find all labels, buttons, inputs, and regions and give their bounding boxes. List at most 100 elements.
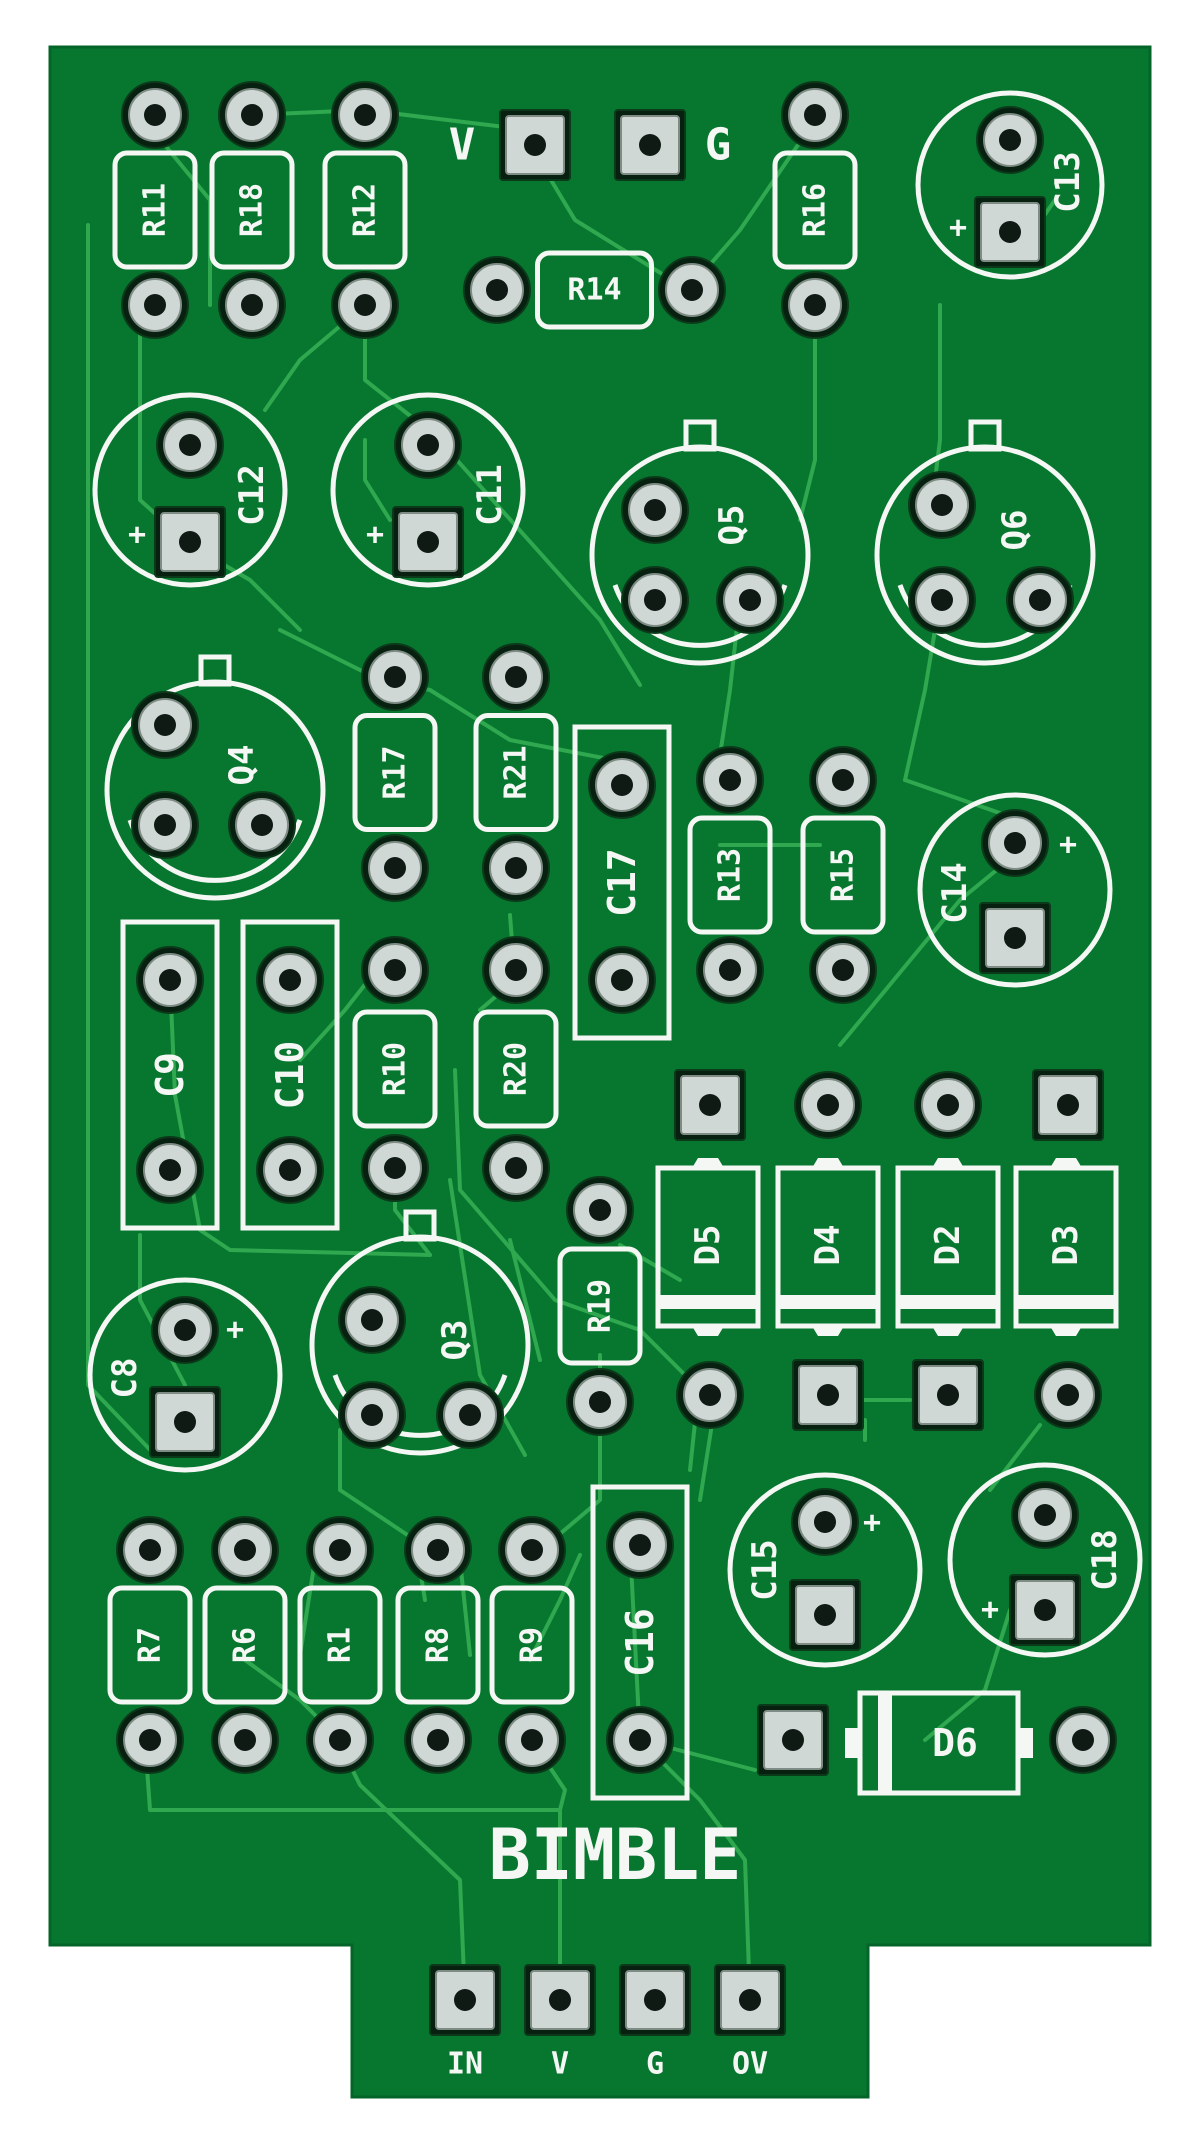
- resistor-label-r14: R14: [567, 273, 621, 308]
- resistor-r14: R14: [535, 250, 654, 330]
- pad-hole: [589, 1391, 611, 1413]
- pad-hole: [999, 221, 1021, 243]
- resistor-r15: R15: [800, 815, 886, 935]
- pad-hole: [804, 294, 826, 316]
- power-pad-v: [499, 109, 571, 181]
- connector-pad-3: [714, 1964, 786, 2036]
- diode-cathode-band: [898, 1295, 998, 1309]
- pad-hole: [279, 1159, 301, 1181]
- pad-hole: [639, 134, 661, 156]
- resistor-r6: R6: [202, 1585, 288, 1705]
- pad-hole: [154, 814, 176, 836]
- diode-cathode-band: [878, 1693, 892, 1793]
- resistor-outline: [209, 150, 295, 270]
- pad-hole: [505, 1157, 527, 1179]
- transistor-tab: [683, 419, 717, 452]
- diode-cathode-band: [1016, 1295, 1116, 1309]
- resistor-outline: [112, 150, 198, 270]
- capacitor-outline: [92, 392, 288, 588]
- board-title: BIMBLE: [489, 1814, 742, 1896]
- diode-d3: D3: [1013, 1158, 1119, 1336]
- transistor-pad: [908, 471, 976, 539]
- resistor-label-r15: R15: [826, 848, 861, 902]
- transistor-pad: [436, 1381, 504, 1449]
- pad-hole: [427, 1729, 449, 1751]
- resistor-outline: [107, 1585, 193, 1705]
- capacitor-outline: [330, 392, 526, 588]
- pad-hole: [719, 959, 741, 981]
- resistor-pad: [482, 1134, 550, 1202]
- pad-hole: [549, 1989, 571, 2011]
- capacitor-c11: C11+: [330, 392, 526, 588]
- pad-hole: [931, 589, 953, 611]
- pad-hole: [832, 959, 854, 981]
- resistor-r20: R20: [473, 1009, 559, 1129]
- resistor-pad: [116, 1516, 184, 1584]
- capacitor-label-c11: C11: [470, 464, 510, 525]
- transistor-pad: [621, 566, 689, 634]
- pad-hole: [234, 1539, 256, 1561]
- pad-hole: [454, 1989, 476, 2011]
- pad-hole: [1004, 927, 1026, 949]
- resistor-pad: [211, 1516, 279, 1584]
- transistor-label-q5: Q5: [712, 505, 752, 546]
- pad-hole: [1072, 1729, 1094, 1751]
- diode-pad-square: [674, 1069, 746, 1141]
- pad-hole: [644, 589, 666, 611]
- resistor-label-r18: R18: [235, 183, 270, 237]
- capacitor-pad: [394, 411, 462, 479]
- capacitor-outline: [947, 1462, 1143, 1658]
- resistor-pad: [404, 1706, 472, 1774]
- resistor-label-r17: R17: [378, 745, 413, 799]
- resistor-label-r21: R21: [499, 745, 534, 799]
- pad-hole: [159, 969, 181, 991]
- diode-label-d2: D2: [928, 1225, 968, 1266]
- copper-trace: [363, 438, 392, 522]
- transistor-label-q6: Q6: [995, 510, 1035, 551]
- resistor-pad: [218, 271, 286, 339]
- capacitor-pad: [588, 751, 656, 819]
- resistor-pad: [361, 1134, 429, 1202]
- capacitor-label-c15: C15: [745, 1539, 785, 1600]
- pad-hole: [521, 1539, 543, 1561]
- resistor-outline: [322, 150, 408, 270]
- diode-d2: D2: [895, 1158, 1001, 1336]
- resistor-outline: [557, 1246, 643, 1366]
- pad-hole: [644, 499, 666, 521]
- connector-pad-2: [619, 1964, 691, 2036]
- copper-trace: [638, 1738, 752, 2002]
- resistor-label-r13: R13: [713, 848, 748, 902]
- resistor-pad: [463, 256, 531, 324]
- pad-hole: [384, 857, 406, 879]
- pad-hole: [361, 1309, 383, 1331]
- pad-hole: [1057, 1384, 1079, 1406]
- pad-hole: [427, 1539, 449, 1561]
- resistor-outline: [297, 1585, 383, 1705]
- diode-d4: D4: [775, 1158, 881, 1336]
- capacitor-pad: [606, 1706, 674, 1774]
- diode-lead-mark: [692, 1158, 724, 1168]
- capacitor-outline: [572, 724, 672, 1041]
- pad-hole: [644, 1989, 666, 2011]
- resistor-outline: [352, 713, 438, 832]
- diode-cathode-band: [778, 1295, 878, 1309]
- resistor-label-r8: R8: [421, 1627, 456, 1663]
- connector-label-3: OV: [732, 2047, 768, 2082]
- pad-hole: [139, 1539, 161, 1561]
- resistor-outline: [395, 1585, 481, 1705]
- pad-hole: [681, 279, 703, 301]
- pad-hole: [174, 1411, 196, 1433]
- diode-label-d6: D6: [932, 1721, 978, 1765]
- diode-pad: [914, 1071, 982, 1139]
- resistor-pad: [658, 256, 726, 324]
- resistor-pad: [306, 1516, 374, 1584]
- capacitor-label-c9: C9: [148, 1052, 192, 1098]
- capacitor-pad: [136, 1136, 204, 1204]
- transistor-pad: [338, 1381, 406, 1449]
- transistor-pad: [131, 791, 199, 859]
- resistor-r13: R13: [687, 815, 773, 935]
- pad-hole: [817, 1094, 839, 1116]
- resistor-r21: R21: [473, 713, 559, 832]
- diode-pad-square: [912, 1359, 984, 1431]
- capacitor-pad: [791, 1488, 859, 1556]
